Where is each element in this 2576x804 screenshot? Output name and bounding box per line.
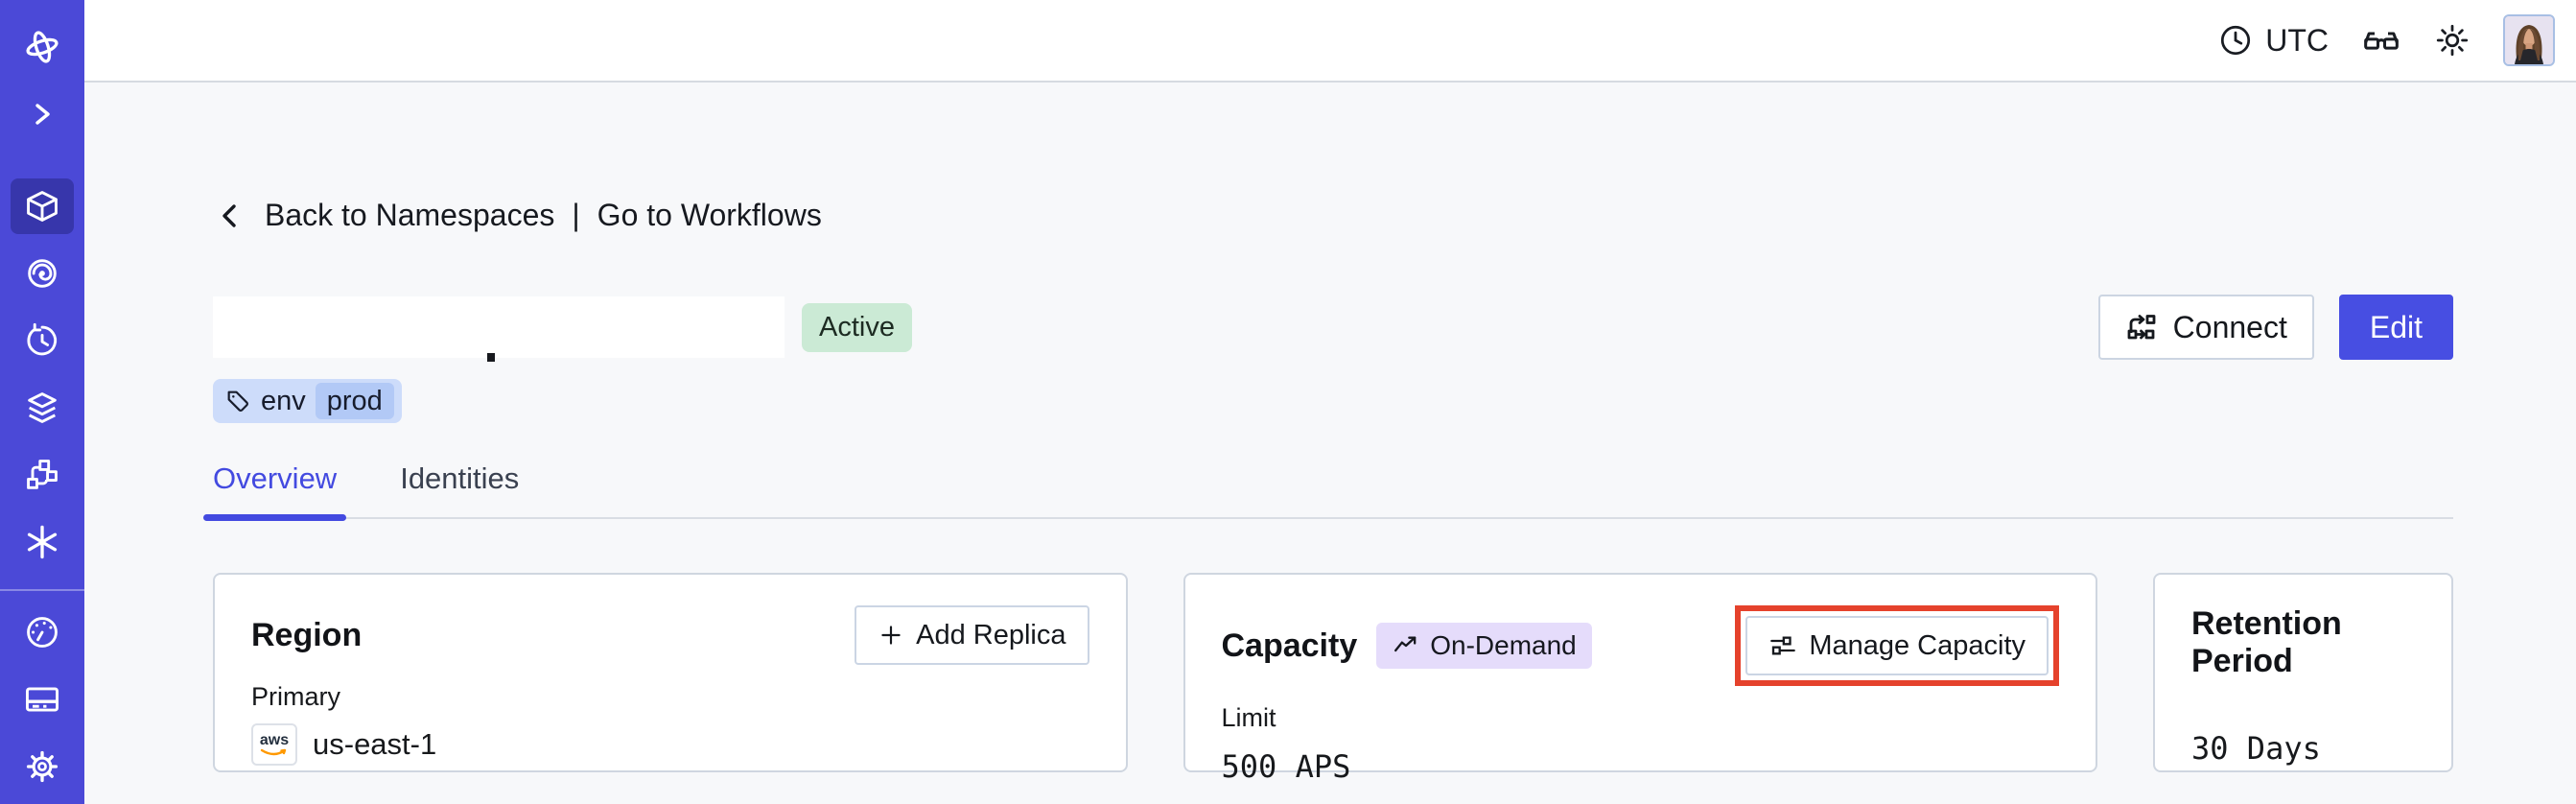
- region-card-title: Region: [251, 616, 363, 653]
- schedules-timer-icon: [27, 322, 58, 356]
- avatar[interactable]: [2503, 14, 2555, 66]
- timezone-selector[interactable]: UTC: [2217, 22, 2329, 59]
- edit-button[interactable]: Edit: [2338, 295, 2453, 360]
- namespace-detail-page: Back to Namespaces | Go to Workflows Act…: [84, 83, 2576, 804]
- breadcrumb: Back to Namespaces | Go to Workflows: [213, 198, 2453, 233]
- theme-toggle[interactable]: [2434, 22, 2471, 59]
- capacity-card: Capacity On-Demand: [1183, 573, 2097, 785]
- sidebar-item-batch-operations[interactable]: [11, 447, 74, 503]
- sun-icon: [2436, 24, 2469, 57]
- retention-card: Retention Period 30 Days: [2153, 573, 2453, 772]
- sidebar-divider: [0, 589, 84, 591]
- sidebar-expand-chevron-right-icon[interactable]: [11, 86, 74, 142]
- timezone-label: UTC: [2265, 22, 2329, 58]
- topbar: UTC: [84, 0, 2576, 83]
- settings-gear-icon: [26, 750, 59, 783]
- tag-value: prod: [315, 383, 394, 419]
- sidebar-item-deployments[interactable]: [11, 380, 74, 436]
- aws-logo: aws: [251, 723, 297, 766]
- tag-icon: [227, 390, 248, 412]
- sidebar-item-nexus[interactable]: [11, 514, 74, 570]
- labs-toggle[interactable]: [2361, 20, 2401, 60]
- sidebar-item-workflows[interactable]: [11, 246, 74, 301]
- manage-capacity-label: Manage Capacity: [1809, 629, 2026, 661]
- sidebar-item-namespaces[interactable]: [11, 178, 74, 234]
- deployments-layers-icon: [28, 392, 57, 423]
- chevron-left-icon[interactable]: [213, 199, 247, 233]
- plus-icon: [881, 626, 901, 645]
- sidebar: [0, 0, 84, 804]
- connect-button-label: Connect: [2172, 309, 2287, 344]
- workflows-eye-icon: [28, 259, 57, 288]
- glasses-icon: [2364, 32, 2399, 50]
- nexus-asterisk-icon: [27, 525, 58, 559]
- namespaces-cube-icon: [27, 191, 58, 222]
- add-replica-button[interactable]: Add Replica: [855, 605, 1089, 665]
- capacity-value: 500 APS: [1221, 748, 1351, 785]
- status-badge: Active: [802, 302, 912, 352]
- tab-bar: Overview Identities: [202, 461, 2453, 521]
- sidebar-item-schedules[interactable]: [11, 313, 74, 368]
- limit-label: Limit: [1221, 703, 1276, 732]
- go-to-workflows-link[interactable]: Go to Workflows: [597, 198, 822, 232]
- sidebar-item-usage[interactable]: [11, 604, 74, 660]
- annotation-highlight-box: Manage Capacity: [1735, 605, 2059, 686]
- namespace-tag-chip[interactable]: env prod: [213, 379, 402, 423]
- temporal-logo-icon[interactable]: [11, 19, 74, 75]
- batch-pipeline-icon: [27, 460, 58, 489]
- billing-card-icon: [26, 687, 59, 712]
- aws-logo-text: aws: [260, 732, 289, 748]
- overview-cards: Region Add Replica Primary aws: [213, 573, 2453, 785]
- add-replica-label: Add Replica: [916, 619, 1066, 650]
- region-value: us-east-1: [313, 727, 437, 761]
- connect-button[interactable]: Connect: [2097, 295, 2314, 360]
- clock-icon: [2221, 25, 2251, 56]
- region-card: Region Add Replica Primary aws: [213, 573, 1128, 772]
- tag-key: env: [261, 385, 306, 416]
- namespace-header: Active Connect Edit: [213, 295, 2453, 362]
- capacity-card-title: Capacity: [1221, 627, 1358, 664]
- edit-button-label: Edit: [2369, 309, 2423, 344]
- back-to-namespaces-link[interactable]: Back to Namespaces: [265, 198, 555, 232]
- on-demand-badge: On-Demand: [1376, 623, 1592, 669]
- trend-up-icon: [1394, 636, 1417, 652]
- tab-overview[interactable]: Overview: [202, 461, 347, 521]
- primary-label: Primary: [251, 682, 340, 711]
- on-demand-label: On-Demand: [1430, 630, 1577, 660]
- usage-gauge-icon: [27, 617, 58, 648]
- tab-identities[interactable]: Identities: [400, 461, 520, 495]
- sidebar-item-settings[interactable]: [11, 739, 74, 794]
- breadcrumb-separator: |: [572, 198, 580, 232]
- manage-capacity-button[interactable]: Manage Capacity: [1745, 616, 2049, 675]
- retention-card-title: Retention Period: [2191, 605, 2342, 679]
- connect-flow-icon: [2127, 315, 2156, 340]
- retention-value: 30 Days: [2191, 730, 2321, 767]
- sliders-icon: [1770, 636, 1796, 655]
- namespace-name-redacted: [213, 296, 785, 362]
- sidebar-item-billing[interactable]: [11, 672, 74, 727]
